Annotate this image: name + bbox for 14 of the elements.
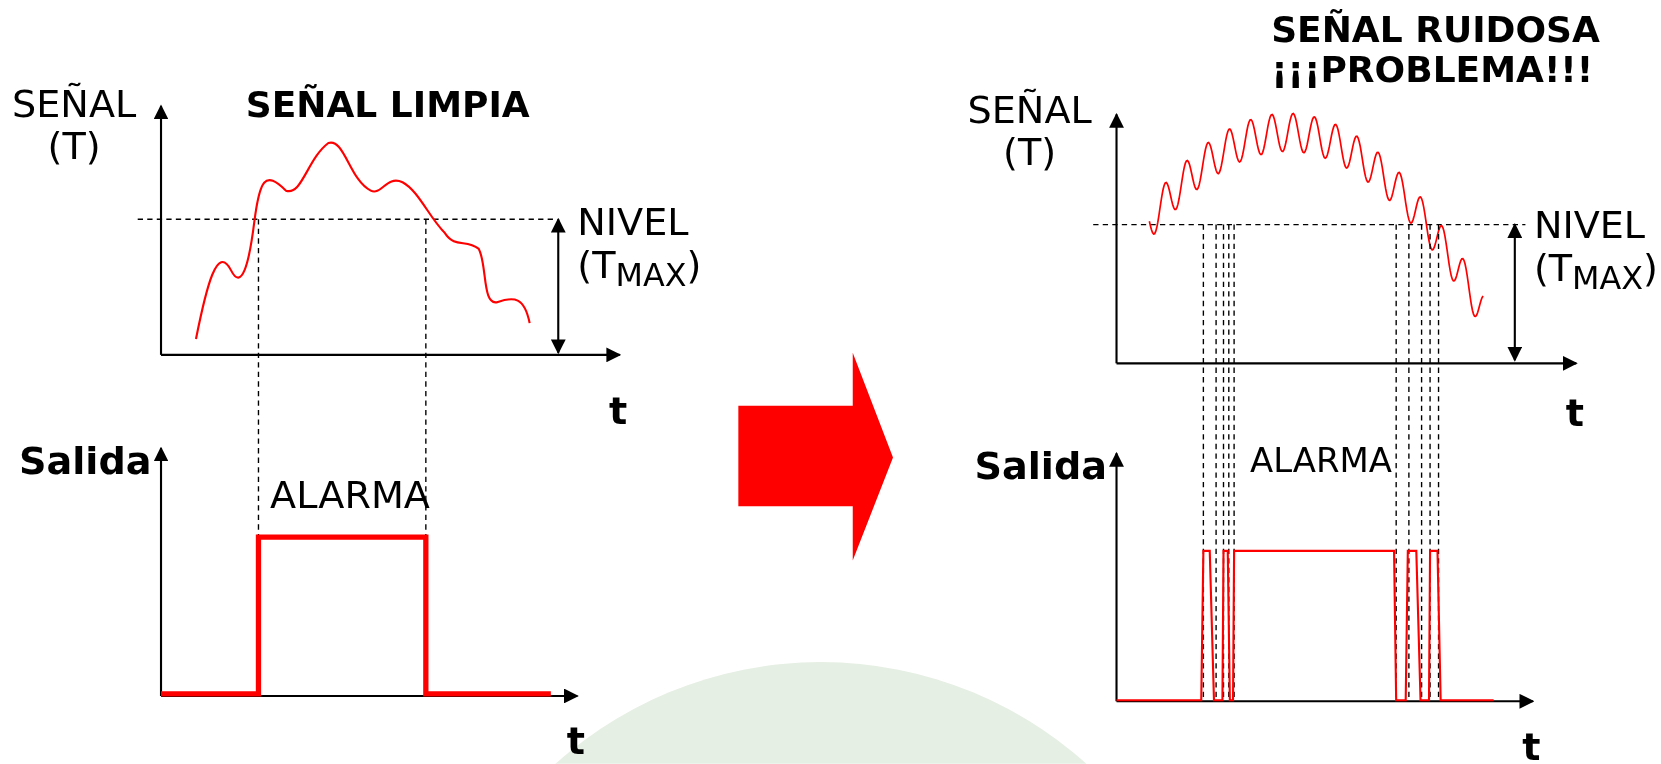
- level-label: NIVEL (T$_{MAX}$): [577, 201, 703, 293]
- axis-label: t: [609, 389, 628, 432]
- axis-label: Salida: [974, 444, 1107, 487]
- axis-label: SEÑAL (T): [966, 89, 1093, 173]
- axis-label: t: [1522, 725, 1541, 764]
- axis-label: SEÑAL (T): [11, 82, 138, 167]
- level-label: NIVEL (T$_{MAX}$): [1533, 204, 1659, 296]
- axis-label: Salida: [19, 439, 152, 482]
- axis-label: t: [1565, 391, 1584, 434]
- state-label: ALARMA: [1250, 442, 1392, 481]
- axis-label: t: [566, 720, 585, 763]
- chart-title: SEÑAL LIMPIA: [245, 84, 530, 125]
- state-label: ALARMA: [270, 474, 430, 517]
- chart-title: SEÑAL RUIDOSA ¡¡¡PROBLEMA!!!: [1271, 10, 1601, 90]
